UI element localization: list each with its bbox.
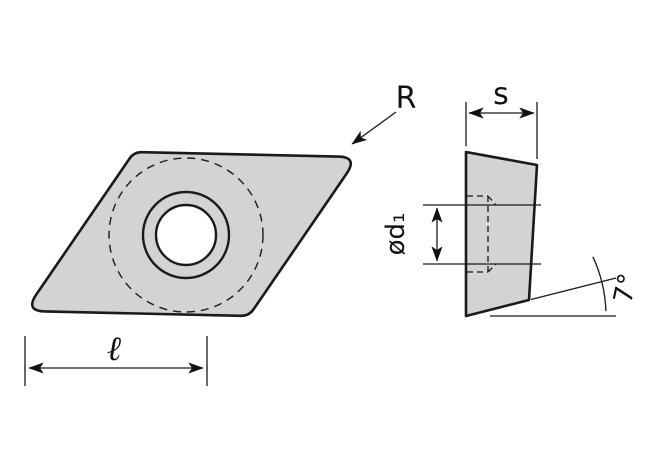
hole-hidden-cone-top [487,195,497,206]
top-view [30,150,353,318]
hole-outer-circle [141,190,231,280]
thickness-dimension: s [465,77,538,159]
insert-side-profile [464,150,539,318]
inscribed-circle-dashed [108,157,264,313]
hole-hidden-cone-bottom [487,263,497,273]
length-dimension: ℓ [24,329,208,386]
clearance-angle-label: 7° [608,271,643,306]
hole-inner-circle [154,203,218,267]
radius-annotation: R [351,81,417,145]
clearance-angle-annotation: 7° [490,256,644,317]
radius-leader-line [351,111,397,145]
side-view [464,150,539,318]
length-label: ℓ [107,329,121,369]
radius-label: R [396,81,417,116]
hole-diameter-dimension: ød₁ [381,204,541,265]
angle-arc [592,256,607,312]
hole-diameter-label: ød₁ [381,213,411,256]
thickness-label: s [493,77,509,112]
